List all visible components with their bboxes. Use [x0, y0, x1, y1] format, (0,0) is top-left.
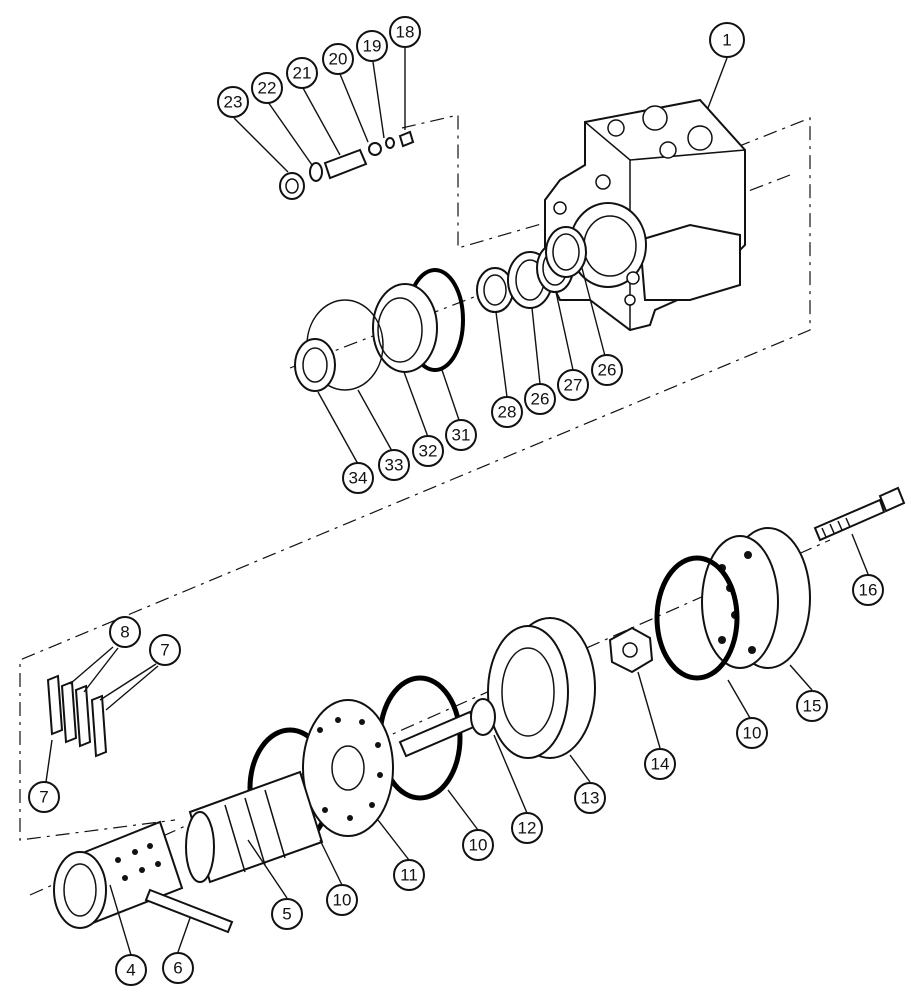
svg-text:33: 33: [385, 456, 404, 475]
svg-text:8: 8: [120, 623, 129, 642]
callout-10a: 10: [736, 717, 768, 749]
callout-10c: 10: [326, 884, 358, 916]
callout-31: 31: [445, 419, 477, 451]
pin: [144, 888, 234, 934]
callout-5: 5: [271, 898, 303, 930]
svg-text:15: 15: [803, 697, 822, 716]
callout-33: 33: [378, 449, 410, 481]
svg-text:7: 7: [39, 788, 48, 807]
callout-18: 18: [389, 16, 421, 48]
svg-text:18: 18: [396, 23, 415, 42]
centering-springs: [46, 674, 108, 758]
svg-text:31: 31: [452, 426, 471, 445]
svg-text:11: 11: [400, 866, 418, 885]
callout-20: 20: [322, 43, 354, 75]
callout-8: 8: [109, 616, 141, 648]
callout-19: 19: [356, 30, 388, 62]
callout-26b: 26: [591, 354, 623, 386]
svg-text:20: 20: [329, 50, 348, 69]
svg-text:32: 32: [419, 442, 438, 461]
seal-and-bushing: [294, 268, 465, 392]
leader-lines: [45, 48, 869, 956]
svg-text:7: 7: [160, 641, 169, 660]
callout-28: 28: [491, 396, 523, 428]
drive-shaft: [398, 698, 496, 758]
callout-10b: 10: [462, 829, 494, 861]
callout-22: 22: [251, 72, 283, 104]
svg-text:22: 22: [258, 79, 277, 98]
callout-12: 12: [511, 812, 543, 844]
svg-text:23: 23: [224, 93, 243, 112]
callout-11: 11: [393, 859, 425, 891]
callout-4: 4: [115, 954, 147, 986]
callout-1: 1: [709, 22, 745, 58]
valve-housing: [544, 98, 746, 332]
cap-screw: [813, 486, 906, 542]
gerotor-housing: [487, 617, 596, 759]
svg-text:10: 10: [469, 836, 488, 855]
callout-21: 21: [286, 57, 318, 89]
svg-text:10: 10: [333, 891, 352, 910]
callout-7a: 7: [28, 781, 60, 813]
callouts: 1 18 19 20 21 22 23 26 27 26 28 31 32 33…: [28, 16, 884, 986]
bearing-washers: [476, 226, 587, 313]
svg-text:14: 14: [651, 755, 670, 774]
svg-text:5: 5: [282, 905, 291, 924]
svg-text:16: 16: [859, 581, 878, 600]
end-cap: [701, 527, 811, 669]
callout-16: 16: [852, 574, 884, 606]
callout-26a: 26: [524, 383, 556, 415]
callout-14: 14: [644, 748, 676, 780]
svg-text:10: 10: [743, 724, 762, 743]
callout-32: 32: [412, 435, 444, 467]
callout-13: 13: [574, 782, 606, 814]
svg-text:27: 27: [564, 376, 583, 395]
svg-text:34: 34: [349, 469, 368, 488]
drive-star: [608, 626, 654, 674]
svg-text:12: 12: [518, 819, 537, 838]
spool: [185, 770, 324, 884]
svg-text:28: 28: [498, 403, 517, 422]
svg-text:26: 26: [598, 361, 617, 380]
svg-text:26: 26: [531, 390, 550, 409]
callout-34: 34: [342, 462, 374, 494]
relief-valve-parts: [279, 130, 415, 200]
svg-text:21: 21: [293, 64, 312, 83]
callout-6: 6: [162, 952, 194, 984]
svg-text:6: 6: [173, 959, 182, 978]
svg-text:1: 1: [722, 31, 731, 50]
svg-text:19: 19: [363, 37, 382, 56]
spacer-plate: [302, 699, 394, 837]
callout-23: 23: [217, 86, 249, 118]
svg-text:13: 13: [581, 789, 600, 808]
svg-text:4: 4: [126, 961, 135, 980]
callout-27: 27: [557, 369, 589, 401]
callout-7b: 7: [149, 634, 181, 666]
callout-15: 15: [796, 690, 828, 722]
